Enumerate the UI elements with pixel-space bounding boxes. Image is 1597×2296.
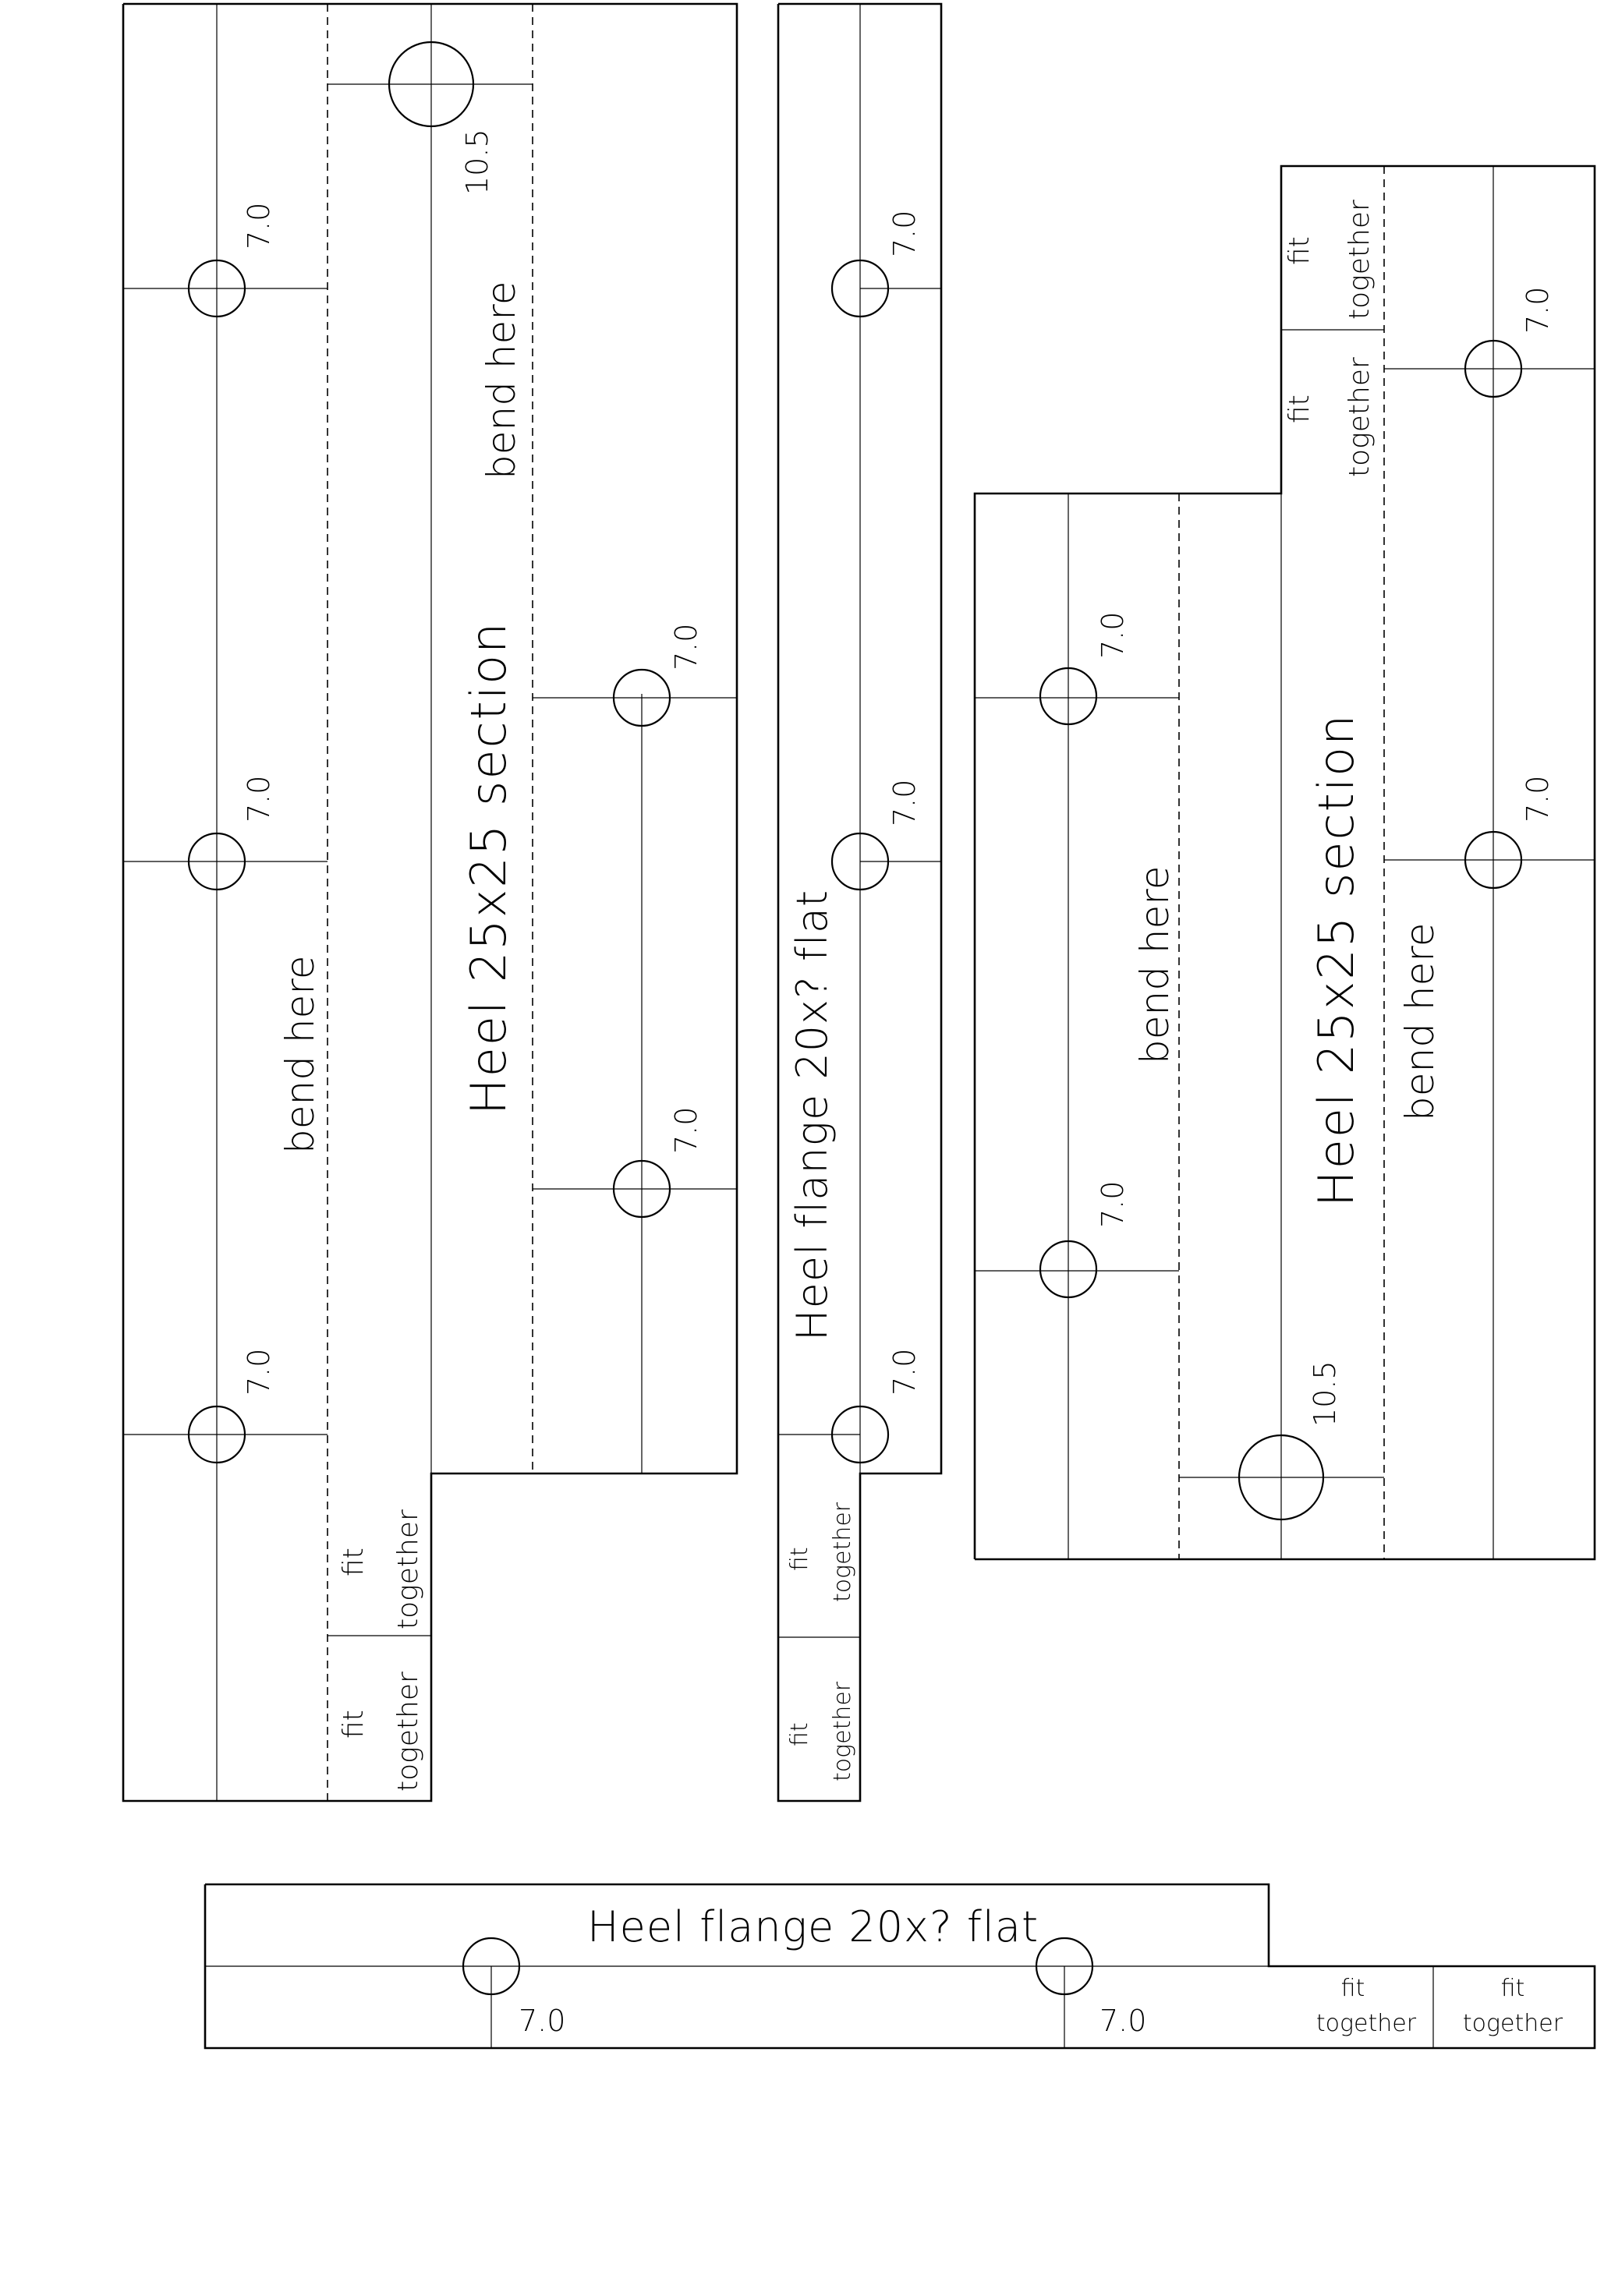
hole-label: 7.0 bbox=[887, 1349, 922, 1396]
hole-label: 10.5 bbox=[1308, 1360, 1342, 1427]
part-title: Heel 25x25 section bbox=[460, 621, 517, 1115]
hole-circle bbox=[187, 1405, 246, 1464]
hole-label: 7.0 bbox=[519, 2004, 565, 2038]
hole-label: 7.0 bbox=[1096, 612, 1130, 659]
hole-label: 7.0 bbox=[887, 780, 922, 826]
hole-label: 7.0 bbox=[1521, 287, 1555, 334]
hole-circle bbox=[187, 832, 246, 891]
hole-circle-large bbox=[1238, 1434, 1325, 1521]
hole-label: 10.5 bbox=[460, 129, 494, 195]
fit-together-label: fit bbox=[338, 1710, 370, 1739]
hole-circle bbox=[612, 668, 671, 727]
hole-circle bbox=[187, 259, 246, 318]
hole-circle bbox=[1464, 339, 1523, 398]
fit-together-label: fit bbox=[338, 1548, 370, 1576]
hole-label: 7.0 bbox=[1099, 2004, 1146, 2038]
hole-circle bbox=[1035, 1937, 1094, 1996]
hole-circle bbox=[1464, 830, 1523, 890]
fit-together-label: together bbox=[392, 1672, 424, 1792]
fit-together-label: together bbox=[1344, 200, 1376, 320]
part-title: Heel 25x25 section bbox=[1308, 713, 1365, 1207]
heel-flange-part-horizontal: 7.0 7.0 Heel flange 20x? flat fit togeth… bbox=[204, 1883, 1596, 2050]
heel-section-part-right: 7.0 7.0 10.5 7.0 7.0 bend here bend here… bbox=[973, 165, 1596, 1561]
fit-together-label: together bbox=[392, 1509, 424, 1629]
part-title: Heel flange 20x? flat bbox=[788, 890, 837, 1341]
fit-together-label: fit bbox=[1501, 1975, 1525, 2002]
fit-together-label: fit bbox=[786, 1547, 813, 1571]
fit-together-label: together bbox=[1316, 2010, 1417, 2037]
hole-label: 7.0 bbox=[242, 203, 276, 249]
fit-together-label: together bbox=[1463, 2010, 1563, 2037]
bend-here-label: bend here bbox=[278, 956, 323, 1155]
fit-together-label: together bbox=[1344, 357, 1376, 477]
part-title: Heel flange 20x? flat bbox=[587, 1902, 1039, 1951]
heel-section-part-left: 7.0 7.0 7.0 10.5 7.0 7.0 bend here bend … bbox=[122, 2, 738, 1802]
bend-here-label: bend here bbox=[479, 281, 524, 480]
hole-circle bbox=[830, 259, 890, 318]
hole-label: 7.0 bbox=[669, 624, 703, 670]
fit-together-label: fit bbox=[1341, 1975, 1365, 2002]
hole-circle bbox=[612, 1159, 671, 1219]
hole-circle bbox=[830, 1405, 890, 1464]
hole-label: 7.0 bbox=[1096, 1181, 1130, 1228]
hole-label: 7.0 bbox=[242, 1349, 276, 1396]
fit-together-label: fit bbox=[1284, 236, 1315, 265]
fit-together-label: fit bbox=[786, 1722, 813, 1746]
fit-together-label: together bbox=[829, 1681, 856, 1781]
bend-here-label: bend here bbox=[1132, 866, 1177, 1065]
hole-label: 7.0 bbox=[669, 1107, 703, 1154]
hole-label: 7.0 bbox=[242, 776, 276, 823]
heel-flange-part-vertical: 7.0 7.0 7.0 Heel flange 20x? flat fit to… bbox=[777, 2, 943, 1802]
bend-here-label: bend here bbox=[1397, 923, 1443, 1122]
hole-circle-large bbox=[388, 41, 475, 128]
hole-label: 7.0 bbox=[887, 210, 922, 257]
fit-together-label: fit bbox=[1284, 394, 1315, 423]
hole-circle bbox=[830, 832, 890, 891]
fit-together-label: together bbox=[829, 1502, 856, 1602]
hole-circle bbox=[1039, 1240, 1098, 1299]
hole-label: 7.0 bbox=[1521, 776, 1555, 823]
hole-circle bbox=[1039, 667, 1098, 726]
hole-circle bbox=[462, 1937, 521, 1996]
